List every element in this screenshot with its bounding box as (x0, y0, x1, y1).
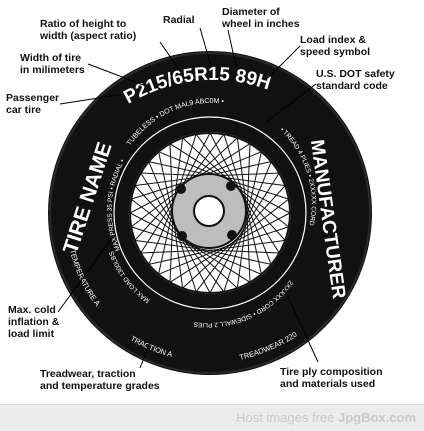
spoke (236, 219, 247, 289)
spoke (228, 180, 291, 214)
spoke (245, 206, 262, 275)
spoke (134, 185, 183, 238)
spoke (173, 219, 184, 289)
tread-edge (49, 52, 371, 374)
leader-line-ply (282, 285, 319, 363)
spoke (191, 244, 251, 283)
spoke (228, 212, 291, 246)
spoke (223, 225, 246, 292)
label-load-index: Load index & speed symbol (300, 34, 371, 58)
spoke (246, 212, 251, 283)
label-radial: Radial (163, 14, 195, 26)
footer-brand-link[interactable]: JpgBox.com (337, 410, 416, 425)
spoke (148, 248, 217, 265)
leader-line-passenger (59, 93, 125, 105)
lug-nut (176, 184, 186, 194)
spoke (140, 249, 211, 254)
label-dot-code: U.S. DOT safety standard code (316, 68, 395, 92)
footer-prefix: Host images free (236, 410, 335, 425)
spoke (222, 226, 289, 249)
spoke (209, 132, 243, 195)
spoke (223, 134, 246, 201)
spoke (195, 236, 239, 293)
label-tire-width: Width of tire in milimeters (20, 52, 85, 76)
label-max-inflation: Max. cold inflation & load limit (8, 304, 60, 340)
spoke (209, 231, 243, 294)
tire-illustration: P215/65R15 89H TIRE NAME MANUFACTURER TU… (48, 27, 372, 375)
spoke (177, 231, 211, 294)
lug-nut (226, 181, 236, 191)
spoke (244, 161, 272, 226)
spoke (216, 239, 286, 250)
spoke (185, 240, 238, 289)
spoke (158, 206, 175, 275)
spoke (169, 212, 174, 283)
spoke (169, 244, 229, 283)
leader-line-radial (199, 27, 212, 67)
leader-line-wheel-diameter (227, 29, 237, 67)
sidewall-ring (113, 116, 307, 310)
leader-line-tire-width (87, 63, 147, 87)
label-aspect-ratio: Ratio of height to width (aspect ratio) (40, 18, 137, 42)
spoke (237, 188, 286, 241)
spoke (236, 137, 247, 207)
lug-nut (227, 230, 237, 240)
spoke (246, 143, 251, 214)
hub-center-hole (193, 195, 225, 227)
spoke (181, 236, 225, 293)
spoke (134, 239, 204, 250)
leader-lines (57, 27, 319, 369)
rim-inner-ring (129, 132, 291, 294)
wire-spokes (129, 132, 291, 294)
label-passenger: Passenger car tire (6, 92, 60, 116)
spoke (148, 200, 176, 265)
spoke (140, 172, 179, 232)
spoke (244, 200, 272, 265)
leader-line-load-index (267, 45, 301, 79)
spoke (237, 185, 286, 238)
spoke (195, 133, 239, 190)
lug-nut (177, 231, 187, 241)
spoke (233, 198, 290, 242)
leader-line-dot-code (265, 83, 317, 123)
spoke (130, 198, 187, 242)
spoke (182, 240, 235, 289)
leader-line-max-inflation (57, 237, 113, 313)
spoke (131, 226, 198, 249)
spoke (209, 249, 280, 254)
spoke (148, 161, 176, 226)
label-treadwear: Treadwear, traction and temperature grad… (40, 368, 160, 392)
footer-watermark[interactable]: Host images free JpgBox.com (236, 410, 416, 425)
spoke (222, 177, 289, 200)
label-ply: Tire ply composition and materials used (280, 366, 383, 390)
spoke (203, 248, 272, 265)
leader-line-aspect-ratio (159, 41, 183, 75)
label-wheel-diameter: Diameter of wheel in inches (222, 6, 300, 30)
leader-line-treadwear (139, 341, 151, 369)
spoke (233, 184, 290, 228)
spoke (197, 247, 262, 275)
spoke (241, 194, 280, 254)
footer-bar: Host images free JpgBox.com (0, 404, 424, 431)
spoke (158, 247, 223, 275)
spoke (241, 172, 280, 232)
spoke (158, 151, 175, 220)
spoke (245, 151, 262, 220)
